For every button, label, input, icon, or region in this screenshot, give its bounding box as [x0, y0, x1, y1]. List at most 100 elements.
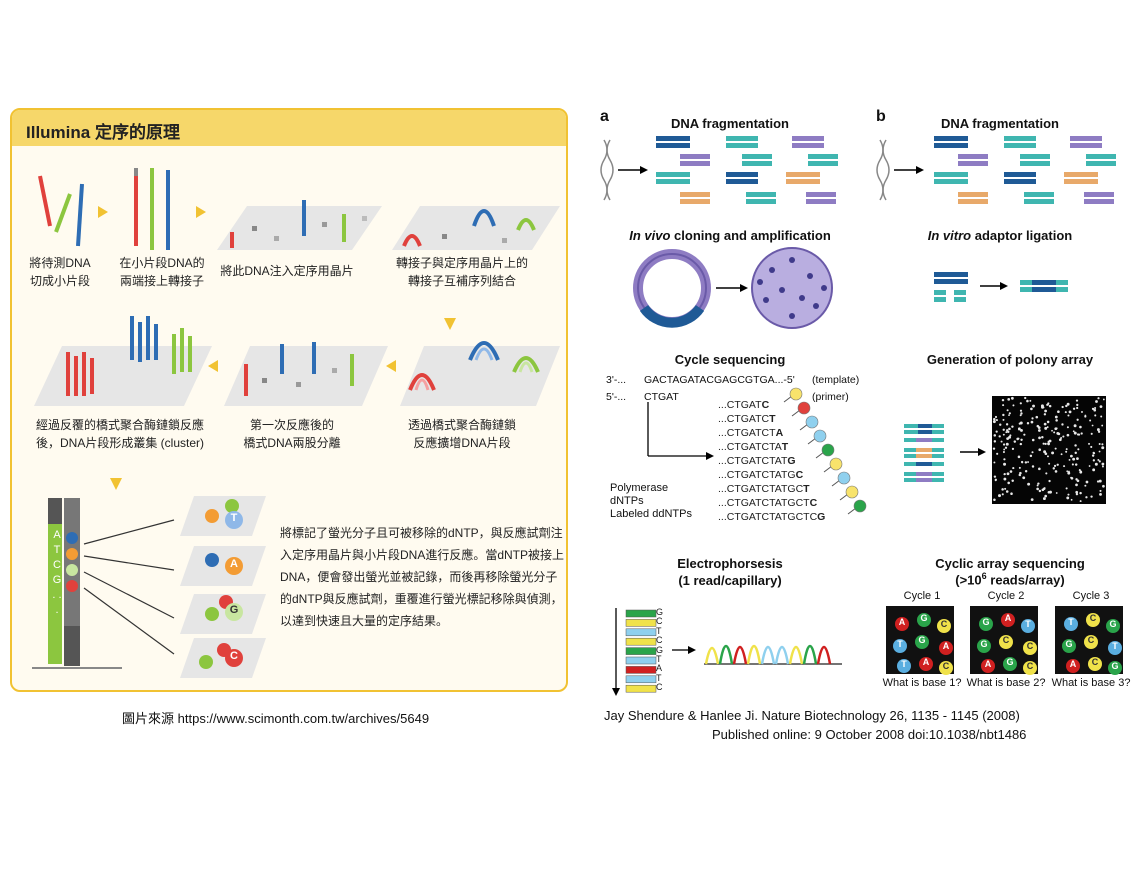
polony-dot: [1101, 424, 1104, 427]
polony-dot: [993, 498, 996, 502]
polony-dot: [1037, 482, 1040, 485]
adaptor-binding-icon: [392, 206, 560, 250]
polony-dot: [1065, 448, 1068, 451]
polony-dot: [1041, 488, 1045, 492]
ladder-row: ...CTGATCTA: [718, 427, 784, 439]
polony-dot: [1003, 462, 1007, 466]
polony-dot: [1046, 420, 1050, 424]
polony-dot: [1002, 433, 1005, 436]
polony-dot: [1092, 459, 1095, 462]
polony-dot: [1074, 451, 1077, 455]
polony-dot: [1085, 496, 1088, 499]
gel-band: [625, 628, 657, 637]
template-label: (template): [812, 374, 860, 386]
source-link[interactable]: https://www.scimonth.com.tw/archives/564…: [177, 711, 430, 726]
polony-dot: [1001, 398, 1005, 402]
polony-dot: [1101, 462, 1105, 466]
polony-dot: [1003, 477, 1007, 481]
polony-dot: [1002, 450, 1005, 454]
cycle-spot-letter: A: [984, 659, 992, 669]
base-letter-t: T: [230, 512, 238, 524]
cycle-spot-letter: G: [918, 635, 926, 645]
polony-dot: [1040, 404, 1044, 408]
polony-dot: [1026, 422, 1030, 425]
cycle-3-question: What is base 3?: [1051, 677, 1131, 689]
polony-dot: [1074, 444, 1077, 447]
polony-dot: [1098, 479, 1102, 483]
cycle-spot-letter: A: [942, 641, 950, 651]
polony-dot: [1065, 487, 1068, 490]
polony-dot: [1036, 424, 1040, 428]
polony-dot: [1073, 424, 1077, 428]
polony-dot: [1045, 472, 1048, 475]
polony-dot: [1003, 458, 1006, 461]
polony-dot: [1030, 498, 1034, 502]
primer-prefix: 5'-...: [606, 391, 627, 403]
ladder-row: ...CTGATCTATGCTC: [718, 497, 818, 509]
cycle-spot: [1062, 639, 1076, 653]
adaptor-ligation-icon: [934, 272, 1068, 302]
gel-letter: T: [656, 672, 662, 683]
polony-dot: [1061, 405, 1064, 409]
polony-dot: [1018, 473, 1021, 477]
cycle-spot-letter: G: [1109, 619, 1117, 629]
ladder-row: ...CTGATCT: [718, 413, 776, 425]
flowcell-chip-icon: [217, 200, 382, 250]
a-cloning-title: In vivo cloning and amplification: [629, 228, 831, 243]
polony-dot: [1017, 455, 1021, 459]
polony-dot: [993, 461, 996, 464]
cycle-spot-letter: T: [901, 659, 907, 669]
cycle-spot-letter: G: [1006, 657, 1014, 667]
panel-label-a: a: [600, 108, 609, 125]
cycle-spot: [1066, 659, 1080, 673]
cycle-spot-letter: C: [1026, 641, 1034, 651]
polony-dot: [1067, 471, 1071, 475]
dna-helix-b-icon: [876, 139, 890, 201]
polony-dot: [1036, 484, 1039, 487]
polony-dot: [1080, 432, 1083, 435]
cycle-spot-letter: T: [1025, 619, 1031, 629]
polony-dot: [1068, 458, 1071, 461]
primer-sequence: CTGAT: [644, 391, 679, 403]
illumina-panel: Illumina 定序的原理: [10, 108, 568, 692]
polony-dot: [1090, 445, 1093, 448]
polony-dot: [1008, 414, 1010, 417]
gel-letter: T: [656, 625, 662, 636]
cycle-spot: [981, 659, 995, 673]
polony-dot: [1098, 460, 1101, 463]
cycle-spot-letter: T: [897, 639, 903, 649]
polony-dot: [1002, 404, 1005, 407]
cycle-spot-letter: C: [1026, 661, 1034, 671]
polony-dot: [1060, 453, 1063, 456]
polony-dot: [993, 417, 996, 421]
ladder-row: ...CTGATC: [718, 399, 770, 411]
cycle-spot: [1088, 657, 1102, 671]
gel-letter: C: [656, 616, 663, 627]
polony-dot: [1002, 428, 1005, 431]
gel-letter: G: [656, 644, 664, 655]
polony-dot: [1096, 480, 1100, 483]
polony-dot: [1047, 442, 1050, 446]
polony-dot: [1005, 431, 1008, 434]
polony-dot: [1098, 450, 1101, 453]
cycle-spot: [979, 617, 993, 631]
polony-dot: [1029, 399, 1032, 402]
cycle-spot-letter: G: [920, 613, 928, 623]
polony-dot: [1038, 489, 1042, 493]
polony-dot: [1060, 437, 1063, 439]
step-caption-2: 在小片段DNA的兩端接上轉接子: [119, 256, 205, 288]
polony-dot: [1093, 452, 1096, 455]
polony-dot: [1055, 419, 1058, 422]
polony-dot: [1071, 463, 1074, 466]
polony-dot: [1042, 497, 1046, 501]
polony-dot: [992, 447, 996, 450]
polony-dot: [1041, 436, 1044, 439]
polony-dot: [1079, 470, 1083, 474]
gel-letter: C: [656, 635, 663, 646]
polony-dot: [1007, 481, 1010, 485]
cluster-chip-icon: [34, 316, 212, 406]
polony-dot: [1011, 425, 1014, 428]
polony-dot: [1075, 483, 1078, 487]
polony-dot: [1032, 404, 1035, 408]
